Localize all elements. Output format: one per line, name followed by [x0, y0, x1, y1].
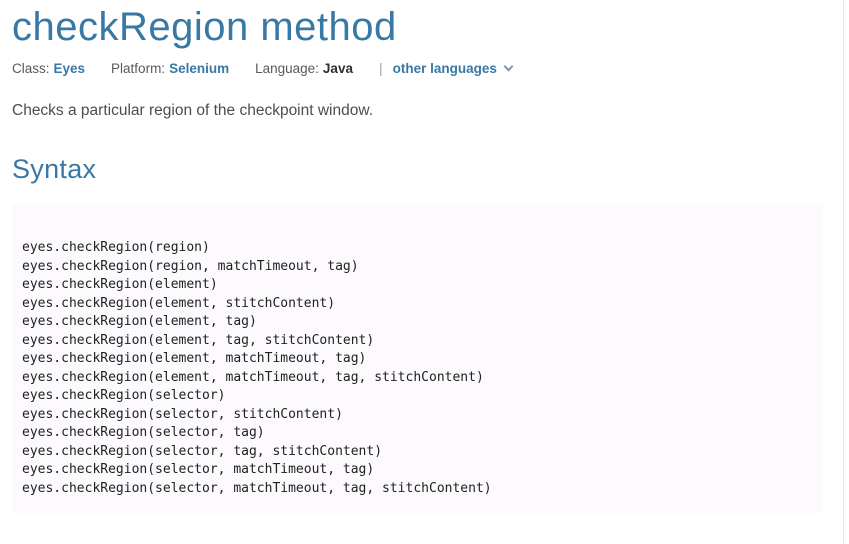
- platform-value-link[interactable]: Selenium: [169, 60, 230, 76]
- class-label: Class:: [12, 60, 50, 76]
- code-block: eyes.checkRegion(region) eyes.checkRegion…: [12, 205, 822, 513]
- meta-row: Class:Eyes Platform:Selenium Language:Ja…: [12, 60, 849, 76]
- code-line: eyes.checkRegion(selector, matchTimeout,…: [22, 480, 492, 496]
- code-line: eyes.checkRegion(selector, matchTimeout,…: [22, 462, 375, 477]
- page-title: checkRegion method: [12, 5, 397, 49]
- platform-label: Platform:: [111, 60, 166, 76]
- code-line: eyes.checkRegion(element): [22, 277, 218, 292]
- content-right-border: [843, 0, 844, 544]
- code-line: eyes.checkRegion(element, matchTimeout, …: [22, 351, 367, 366]
- code-line: eyes.checkRegion(region): [22, 240, 210, 255]
- other-languages-label: other languages: [392, 60, 497, 76]
- code-line: eyes.checkRegion(element, tag, stitchCon…: [22, 332, 375, 348]
- code-line: eyes.checkRegion(selector, tag): [22, 425, 265, 440]
- syntax-heading: Syntax: [12, 154, 97, 184]
- code-line: eyes.checkRegion(region, matchTimeout, t…: [22, 258, 359, 274]
- class-value-link[interactable]: Eyes: [53, 60, 86, 76]
- description: Checks a particular region of the checkp…: [12, 102, 374, 119]
- code-line: eyes.checkRegion(element, tag): [22, 314, 257, 329]
- language-value: Java: [322, 60, 353, 76]
- language-group: Language:Java: [255, 61, 353, 76]
- code-line: eyes.checkRegion(selector, tag, stitchCo…: [22, 443, 383, 459]
- code-line: eyes.checkRegion(selector): [22, 388, 226, 403]
- class-group: Class:Eyes: [12, 61, 85, 76]
- chevron-down-icon: [503, 61, 514, 71]
- platform-group: Platform:Selenium: [111, 61, 229, 76]
- language-label: Language:: [255, 60, 319, 76]
- code-line: eyes.checkRegion(selector, stitchContent…: [22, 406, 343, 422]
- other-languages-dropdown[interactable]: other languages: [392, 60, 514, 76]
- separator: |: [378, 60, 383, 76]
- code-line: eyes.checkRegion(element, stitchContent): [22, 295, 336, 311]
- code-line: eyes.checkRegion(element, matchTimeout, …: [22, 369, 484, 385]
